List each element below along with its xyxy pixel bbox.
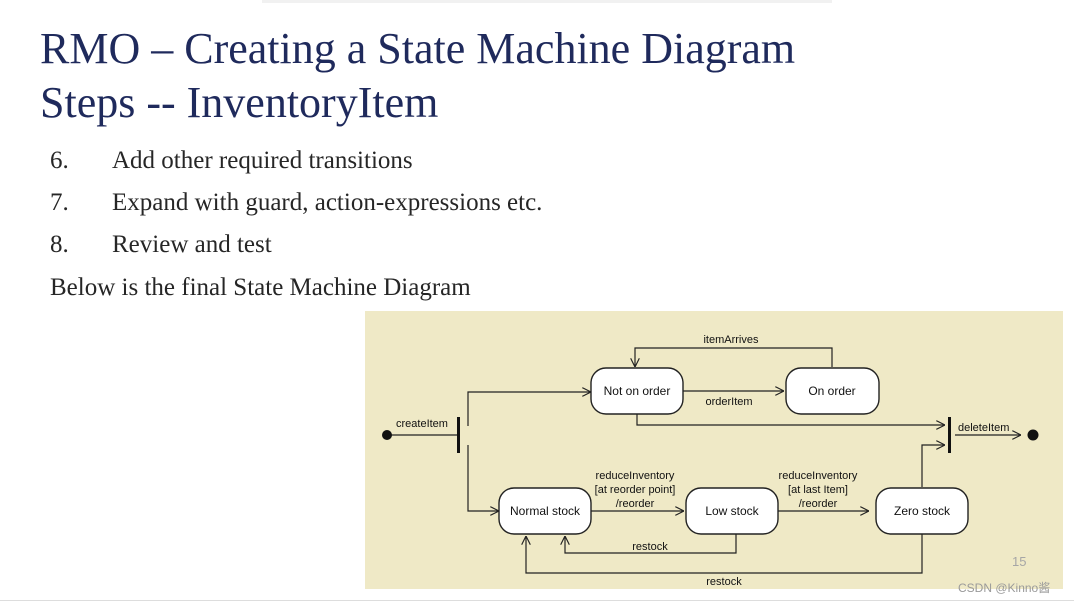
state-on-order: On order: [785, 367, 880, 415]
state-machine-diagram: Not on order On order Normal stock Low s…: [365, 311, 1063, 589]
transition-zero-to-join: [921, 445, 945, 487]
label-create-item: createItem: [396, 418, 448, 430]
list-item: 6. Add other required transitions: [50, 143, 542, 185]
top-divider: [262, 0, 832, 3]
label-reduce-2-guard: [at last Item]: [788, 484, 848, 496]
state-label: Normal stock: [510, 504, 581, 518]
label-item-arrives: itemArrives: [703, 334, 759, 346]
transition-fork-to-not-on-order: [467, 392, 591, 426]
transition-item-arrives: [635, 347, 833, 367]
label-reduce-1: reduceInventory: [596, 470, 675, 482]
label-order-item: orderItem: [705, 396, 752, 408]
transition-fork-to-normal-stock: [467, 445, 499, 511]
step-text: Review and test: [112, 231, 272, 258]
state-label: Not on order: [604, 384, 671, 398]
label-reduce-2: reduceInventory: [779, 470, 858, 482]
steps-list: 6. Add other required transitions 7. Expan…: [50, 143, 542, 269]
step-number: 6.: [50, 147, 69, 174]
bottom-divider: [0, 600, 1074, 601]
fork-bar: [457, 417, 460, 453]
step-number: 8.: [50, 231, 69, 258]
transition-restock-low: [565, 533, 737, 554]
state-label: Zero stock: [894, 504, 951, 518]
list-item: 7. Expand with guard, action-expressions …: [50, 185, 542, 227]
label-restock-low: restock: [632, 541, 668, 553]
diagram-canvas: Not on order On order Normal stock Low s…: [382, 334, 1039, 588]
title-line-1: RMO – Creating a State Machine Diagram: [40, 24, 796, 73]
join-bar: [948, 417, 951, 453]
state-low-stock: Low stock: [685, 487, 779, 535]
transition-restock-zero: [526, 533, 923, 574]
label-reduce-2-action: /reorder: [799, 498, 838, 510]
label-restock-zero: restock: [706, 576, 742, 588]
slide-title: RMO – Creating a State Machine Diagram S…: [40, 22, 795, 130]
transition-not-on-order-to-join: [636, 414, 945, 425]
label-delete-item: deleteItem: [958, 422, 1009, 434]
diagram-caption: Below is the final State Machine Diagram: [50, 274, 471, 301]
list-item: 8. Review and test: [50, 227, 542, 269]
label-reduce-1-action: /reorder: [616, 498, 655, 510]
step-number: 7.: [50, 189, 69, 216]
state-not-on-order: Not on order: [590, 367, 684, 415]
step-text: Expand with guard, action-expressions et…: [112, 189, 543, 216]
label-reduce-1-guard: [at reorder point]: [595, 484, 676, 496]
final-node: [1027, 429, 1039, 441]
slide-number: 15: [1012, 554, 1027, 569]
initial-node: [382, 430, 392, 440]
title-line-2: Steps -- InventoryItem: [40, 78, 439, 127]
state-label: Low stock: [705, 504, 759, 518]
state-zero-stock: Zero stock: [875, 487, 969, 535]
step-text: Add other required transitions: [112, 147, 413, 174]
watermark: CSDN @Kinno酱: [958, 581, 1051, 595]
state-normal-stock: Normal stock: [498, 487, 592, 535]
state-label: On order: [808, 384, 855, 398]
